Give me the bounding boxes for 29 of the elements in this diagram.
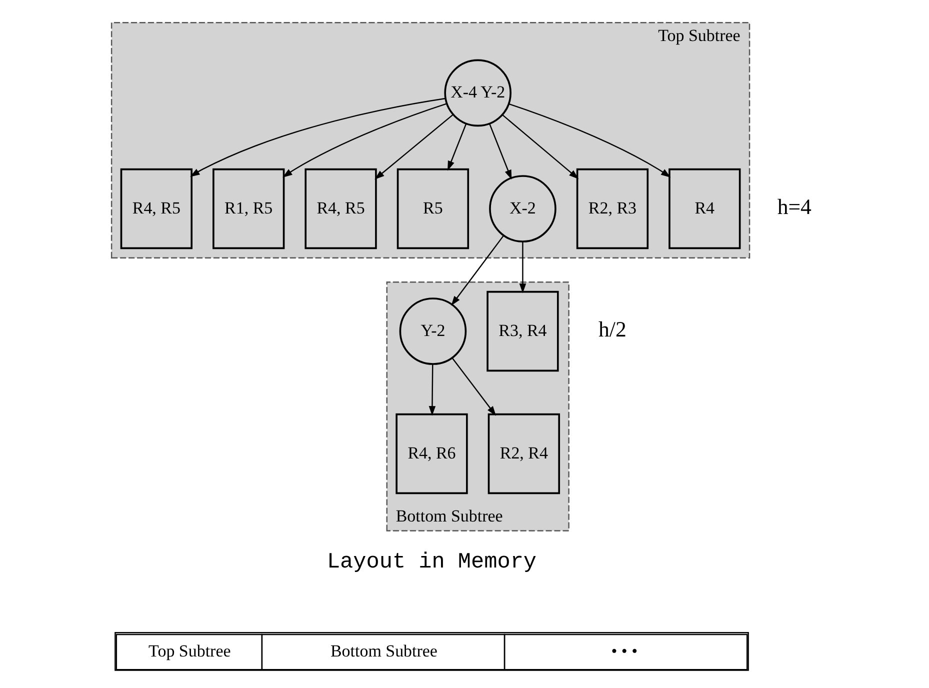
node-circle: X-4 Y-2 [444, 59, 512, 127]
node-box: R3, R4 [486, 290, 559, 372]
node-box: R4, R5 [120, 168, 193, 250]
node-box: R4 [668, 168, 741, 250]
label: Top Subtree [148, 642, 231, 661]
arrow [519, 242, 526, 294]
node-box: R4, R6 [396, 413, 468, 494]
label: h/2 [598, 318, 626, 342]
node-circle: X-2 [489, 175, 556, 242]
arrow [489, 124, 512, 180]
arrow [428, 364, 436, 416]
arrow [502, 114, 579, 180]
label: • • • [611, 642, 638, 661]
node-box: R4, R5 [304, 168, 377, 250]
arrow [508, 103, 671, 178]
label: Layout in Memory [326, 550, 537, 575]
arrow [282, 103, 447, 178]
node-circle: Y-2 [399, 298, 467, 365]
label: Bottom Subtree [330, 642, 438, 661]
arrow [448, 124, 467, 171]
arrow [452, 358, 496, 416]
node-box: R2, R4 [488, 413, 560, 494]
node-box: R5 [396, 168, 470, 250]
arrow [374, 114, 454, 180]
arrow [190, 98, 446, 177]
node-box: R1, R5 [212, 168, 285, 250]
label: h=4 [777, 195, 812, 220]
node-box: R2, R3 [576, 168, 649, 250]
arrow [451, 235, 504, 306]
